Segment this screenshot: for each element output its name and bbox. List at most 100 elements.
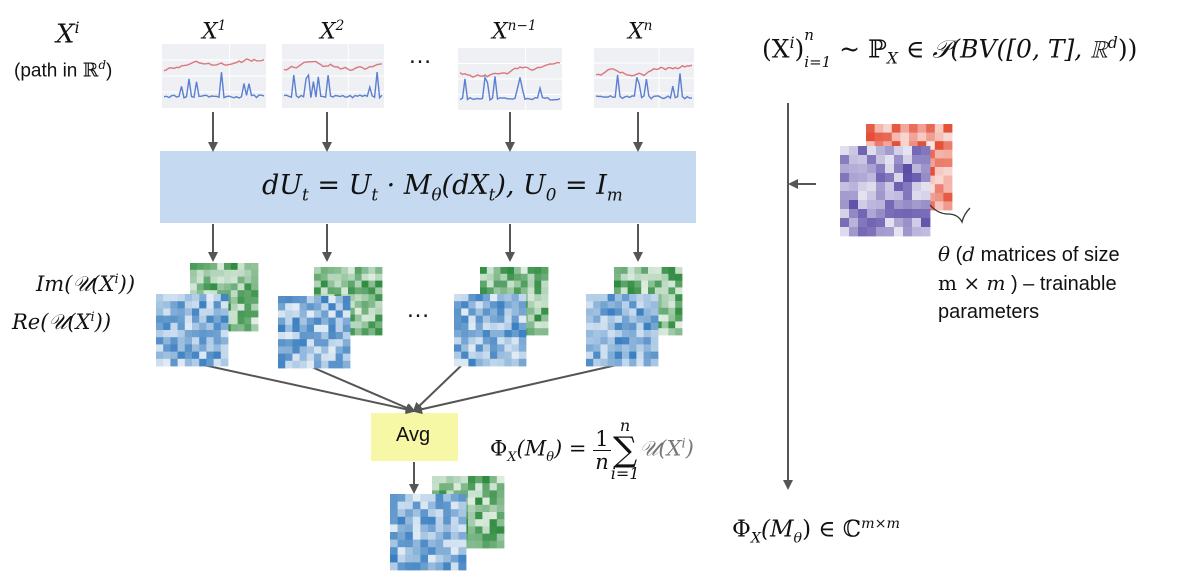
- real-matrix-cell: [184, 330, 193, 338]
- imag-matrix-cell: [237, 263, 245, 271]
- imag-matrix-cell: [334, 273, 342, 281]
- real-matrix-cell: [607, 358, 616, 367]
- real-matrix-cell: [306, 346, 315, 354]
- real-matrix-cell: [220, 351, 229, 360]
- theta-red-matrix-cell: [934, 201, 944, 211]
- imag-matrix-cell: [507, 267, 515, 275]
- imag-matrix-cell: [196, 276, 204, 284]
- real-matrix-cell: [593, 351, 601, 360]
- real-matrix-cell: [650, 337, 659, 345]
- result-real-matrix-cell: [450, 516, 459, 525]
- imag-matrix-cell: [620, 267, 628, 275]
- real-matrix-cell: [622, 337, 630, 345]
- imag-matrix-cell: [327, 287, 335, 295]
- result-imag-matrix-cell: [489, 504, 498, 513]
- real-matrix-cell: [636, 308, 644, 316]
- real-matrix-cell: [306, 360, 315, 369]
- result-imag-matrix-cell: [496, 490, 505, 498]
- imag-matrix-cell: [354, 280, 362, 288]
- theta-red-matrix-cell: [917, 132, 927, 142]
- theta-purple-matrix-cell: [912, 155, 922, 165]
- result-imag-matrix-cell: [489, 512, 498, 520]
- theta-purple-matrix-cell: [912, 218, 922, 228]
- real-matrix-cell: [335, 317, 344, 326]
- real-matrix-cell: [475, 315, 484, 324]
- real-matrix-cell: [220, 308, 229, 316]
- real-matrix-cell: [454, 337, 462, 345]
- result-real-matrix-cell: [390, 509, 398, 518]
- result-real-matrix-cell: [420, 562, 429, 571]
- real-matrix-cell: [328, 317, 336, 326]
- theta-purple-matrix-cell: [885, 173, 895, 183]
- real-matrix-cell: [321, 353, 329, 362]
- real-matrix-cell: [285, 339, 293, 347]
- real-matrix-cell: [292, 346, 300, 354]
- real-matrix-cell: [461, 315, 469, 324]
- real-matrix-cell: [206, 330, 214, 338]
- real-matrix-cell: [454, 308, 462, 316]
- real-matrix-cell: [184, 337, 193, 345]
- result-real-matrix-cell: [412, 501, 421, 510]
- theta-purple-matrix-cell: [903, 191, 913, 201]
- imag-matrix-cell: [203, 263, 211, 271]
- theta-purple-matrix-cell: [840, 218, 850, 228]
- imag-matrix-cell: [534, 314, 542, 322]
- real-matrix-cell: [170, 330, 178, 338]
- imag-matrix-cell: [527, 280, 535, 288]
- theta-purple-matrix-cell: [840, 164, 850, 174]
- real-matrix-cell: [475, 294, 484, 302]
- theta-purple-matrix-cell: [840, 191, 850, 201]
- result-imag-matrix-cell: [496, 540, 505, 549]
- real-matrix-cell: [607, 315, 616, 324]
- result-imag-matrix-cell: [468, 476, 476, 484]
- real-matrix-cell: [213, 330, 222, 338]
- imag-matrix-cell: [361, 321, 369, 329]
- matrix-heatmaps: [156, 124, 953, 571]
- real-matrix-cell: [454, 344, 462, 352]
- imag-matrix-cell: [244, 290, 252, 298]
- imag-matrix-cell: [534, 321, 542, 329]
- imag-matrix-cell: [230, 317, 238, 325]
- real-matrix-cell: [643, 330, 652, 338]
- imag-matrix-cell: [627, 287, 635, 295]
- result-imag-matrix-cell: [489, 533, 498, 542]
- real-matrix-cell: [629, 308, 637, 316]
- imag-matrix-cell: [375, 287, 383, 295]
- theta-purple-matrix-cell: [876, 173, 886, 183]
- real-matrix-cell: [213, 351, 222, 360]
- real-matrix-cell: [306, 303, 315, 311]
- theta-purple-matrix-cell: [867, 209, 877, 219]
- imag-matrix-cell: [654, 267, 662, 275]
- theta-purple-matrix-cell: [921, 200, 931, 210]
- theta-purple-matrix-cell: [912, 200, 922, 210]
- real-matrix-cell: [614, 308, 623, 316]
- result-imag-matrix-cell: [482, 490, 490, 498]
- real-matrix-cell: [292, 339, 300, 347]
- result-real-matrix-cell: [428, 532, 436, 540]
- imag-matrix-cell: [327, 280, 335, 288]
- theta-purple-matrix-cell: [903, 173, 913, 183]
- real-matrix-cell: [490, 322, 498, 331]
- theta-red-matrix-cell: [874, 132, 884, 142]
- imag-matrix-cell: [480, 267, 488, 275]
- result-imag-matrix-cell: [496, 497, 505, 506]
- real-matrix-cell: [328, 303, 336, 311]
- real-matrix-cell: [504, 301, 512, 309]
- imag-matrix-cell: [354, 273, 362, 281]
- imag-matrix-cell: [334, 267, 342, 275]
- result-real-matrix-cell: [435, 554, 444, 563]
- imag-matrix-cell: [668, 321, 676, 329]
- real-matrix-cell: [192, 330, 200, 338]
- real-matrix-cell: [511, 358, 520, 367]
- theta-purple-matrix-cell: [858, 218, 868, 228]
- top-ellipsis: …: [408, 42, 432, 69]
- real-matrix-cell: [199, 301, 207, 309]
- real-matrix-cell: [454, 358, 462, 367]
- theta-purple-matrix-cell: [921, 191, 931, 201]
- result-real-matrix-cell: [443, 562, 452, 571]
- imag-matrix-cell: [654, 280, 662, 288]
- imag-matrix-cell: [334, 280, 342, 288]
- result-imag-matrix-cell: [468, 504, 476, 513]
- real-matrix-cell: [177, 358, 186, 367]
- result-real-matrix-cell: [450, 547, 459, 556]
